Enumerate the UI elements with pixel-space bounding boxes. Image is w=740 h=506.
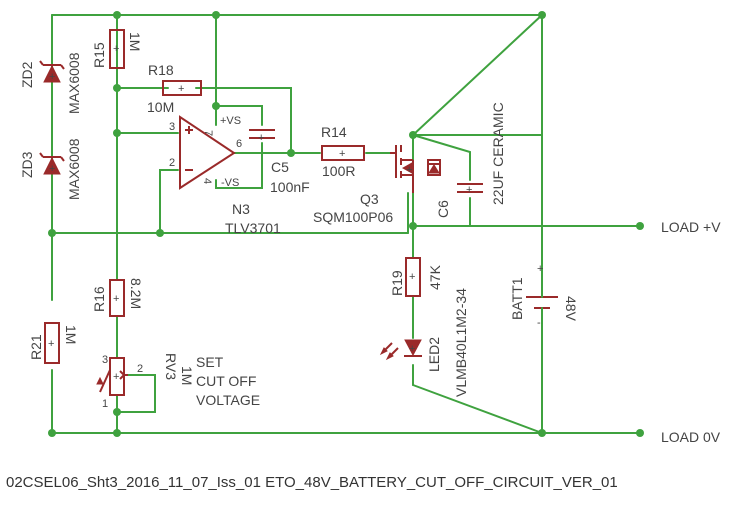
- junctions: [48, 11, 644, 437]
- labels: ZD2 MAX6008 ZD3 MAX6008 R15 1M R18 10M 3…: [6, 32, 721, 491]
- comparator-n3: [179, 115, 236, 190]
- svg-text:+: +: [406, 164, 412, 176]
- c6-ref: C6: [435, 200, 451, 218]
- r16-ref: R16: [91, 286, 107, 312]
- svg-text:+: +: [113, 43, 119, 55]
- resistor-r21: [44, 322, 60, 364]
- note-voltage: VOLTAGE: [196, 392, 260, 408]
- rv3-pin1: 1: [102, 398, 108, 410]
- note-set: SET: [196, 354, 224, 370]
- resistor-r18: [162, 80, 202, 96]
- resistor-r15: [109, 29, 125, 69]
- r19-value: 47K: [427, 264, 443, 290]
- r14-value: 100R: [322, 163, 355, 179]
- led2-ref: LED2: [426, 337, 442, 372]
- led-led2: [379, 339, 422, 361]
- zd3-value: MAX6008: [66, 138, 82, 200]
- svg-text:+: +: [178, 83, 184, 95]
- svg-text:+: +: [49, 71, 55, 83]
- n3-pin6: 6: [236, 138, 242, 150]
- resistor-r14: [321, 145, 365, 161]
- rv3-pin3: 3: [102, 354, 108, 366]
- svg-text:+: +: [409, 271, 415, 283]
- resistor-r16: [109, 279, 125, 317]
- svg-text:+: +: [49, 163, 55, 175]
- svg-text:+: +: [466, 184, 472, 196]
- sheet-title: 02CSEL06_Sht3_2016_11_07_Iss_01 ETO_48V_…: [6, 474, 618, 491]
- r18-ref: R18: [148, 62, 174, 78]
- r18-value: 10M: [147, 99, 174, 115]
- capacitor-c5: [249, 129, 275, 139]
- net-load-neg: LOAD 0V: [661, 429, 721, 445]
- c5-ref: C5: [271, 159, 289, 175]
- n3-vs-neg: -VS: [221, 177, 239, 189]
- potentiometer-rv3: [96, 357, 128, 396]
- svg-text:+: +: [409, 343, 415, 355]
- n3-vs-pos: +VS: [220, 115, 241, 127]
- batt1-ref: BATT1: [509, 277, 525, 320]
- svg-text:-: -: [537, 317, 541, 329]
- c5-value: 100nF: [270, 179, 310, 195]
- r16-value: 8.2M: [128, 278, 144, 309]
- zd3-ref: ZD3: [19, 151, 35, 178]
- r14-ref: R14: [321, 124, 347, 140]
- mosfet-q3: [390, 145, 441, 193]
- rv3-pin2: 2: [137, 363, 143, 375]
- r15-ref: R15: [91, 42, 107, 68]
- svg-text:+: +: [113, 293, 119, 305]
- origin-markers: + + + + + + + + + + + + + - +: [48, 43, 543, 383]
- capacitor-c6: [457, 183, 483, 193]
- r19-ref: R19: [389, 270, 405, 296]
- note-cut-off: CUT OFF: [196, 373, 256, 389]
- svg-text:+: +: [258, 132, 264, 144]
- zd2-ref: ZD2: [19, 61, 35, 88]
- n3-value: TLV3701: [225, 220, 281, 236]
- net-load-pos: LOAD +V: [661, 219, 721, 235]
- q3-value: SQM100P06: [313, 209, 393, 225]
- zd2-value: MAX6008: [66, 52, 82, 114]
- svg-text:+: +: [48, 338, 54, 350]
- rv3-value: 1M: [179, 366, 195, 385]
- n3-pin2: 2: [169, 157, 175, 169]
- svg-text:+: +: [113, 371, 119, 383]
- n3-ref: N3: [232, 201, 250, 217]
- r15-value: 1M: [127, 32, 143, 51]
- svg-text:+: +: [339, 148, 345, 160]
- n3-pin3: 3: [169, 121, 175, 133]
- battery-batt1: [526, 287, 558, 319]
- c6-value: 22UF CERAMIC: [490, 102, 506, 205]
- n3-pin7: 7: [202, 130, 214, 136]
- r21-value: 1M: [63, 325, 79, 344]
- q3-ref: Q3: [360, 191, 379, 207]
- led2-value: VLMB40L1M2-34: [453, 288, 469, 397]
- r21-ref: R21: [28, 334, 44, 360]
- resistor-r19: [405, 257, 421, 297]
- rv3-ref: RV3: [163, 353, 179, 380]
- zener-diode-zd2: [39, 60, 65, 83]
- zener-diode-zd3: [39, 152, 65, 175]
- svg-text:+: +: [537, 263, 543, 275]
- batt1-value: 48V: [563, 296, 579, 322]
- n3-pin4: 4: [201, 178, 213, 184]
